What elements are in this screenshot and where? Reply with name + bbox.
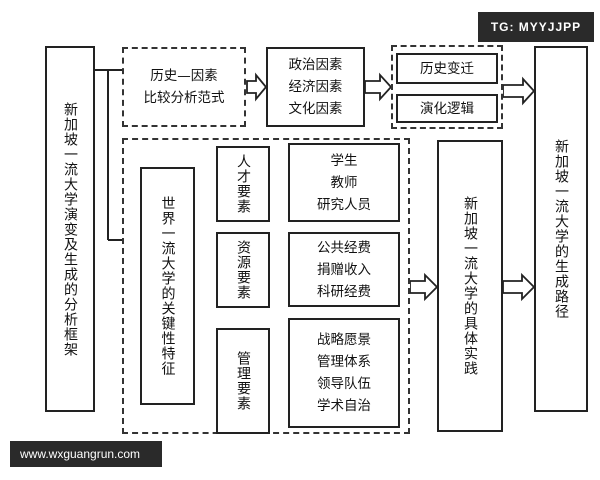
factor-item: 文化因素 [288,101,343,117]
factor-item: 政治因素 [288,57,343,73]
detail-item: 战略愿景 [317,332,371,348]
key-features-box: 世界一流大学的关键性特征 [140,167,195,405]
talent-category-box: 人才要素 [216,146,270,222]
practice-box: 新加坡一流大学的具体实践 [437,140,503,432]
detail-item: 管理体系 [317,354,371,370]
detail-item: 科研经费 [317,283,371,300]
block-arrow-1 [246,72,268,102]
management-details-box: 战略愿景 管理体系 领导队伍 学术自治 [288,318,400,428]
block-arrow-3 [502,76,536,106]
history-analysis-box: 历史—因素 比较分析范式 [122,47,246,127]
detail-item: 研究人员 [317,196,371,213]
watermark-badge: TG: MYYJJPP [478,12,594,42]
detail-item: 捐赠收入 [317,261,371,278]
talent-details-box: 学生 教师 研究人员 [288,143,400,222]
block-arrow-4 [409,272,439,302]
block-arrow-5 [502,272,536,302]
detail-item: 学术自治 [317,398,371,414]
framework-box: 新加坡一流大学演变及生成的分析框架 [45,46,95,412]
resource-details-box: 公共经费 捐赠收入 科研经费 [288,232,400,307]
detail-item: 公共经费 [317,239,371,256]
evolution-logic-box: 演化逻辑 [396,94,498,123]
detail-item: 教师 [330,174,358,191]
management-category-box: 管理要素 [216,328,270,434]
factors-box: 政治因素 经济因素 文化因素 [266,47,365,127]
generation-path-box: 新加坡一流大学的生成路径 [534,46,588,412]
detail-item: 学生 [330,152,358,169]
history-change-box: 历史变迁 [396,53,498,84]
footer-url-badge: www.wxguangrun.com [10,441,162,467]
factor-item: 经济因素 [288,79,343,95]
resource-category-box: 资源要素 [216,232,270,308]
detail-item: 领导队伍 [317,376,371,392]
block-arrow-2 [364,72,393,102]
